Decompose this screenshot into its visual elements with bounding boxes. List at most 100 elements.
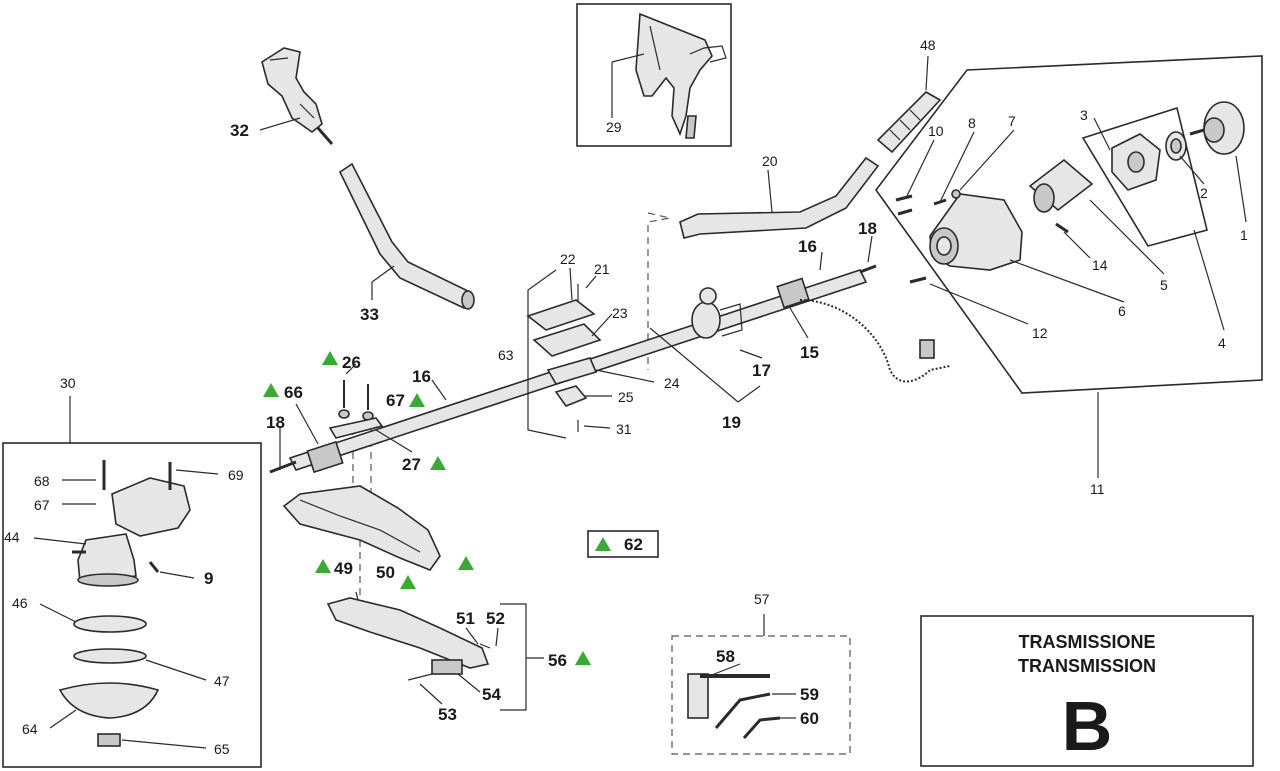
title-line-2: TRANSMISSION: [1018, 656, 1156, 676]
label-4: 4: [1218, 335, 1226, 351]
label-51: 51: [456, 609, 475, 628]
grip-48: [876, 91, 942, 154]
label-21: 21: [594, 261, 610, 277]
drive-shaft-18: [269, 460, 297, 474]
handlebar-20: [679, 156, 880, 239]
marker-62: [595, 537, 611, 551]
label-47: 47: [214, 673, 230, 689]
marker-66: [263, 383, 279, 397]
inset-frame-57: [671, 635, 851, 755]
label-12: 12: [1032, 325, 1048, 341]
label-31: 31: [616, 421, 632, 437]
guard-27: [282, 485, 441, 571]
label-63: 63: [498, 347, 514, 363]
label-26: 26: [342, 353, 361, 372]
label-7: 7: [1008, 113, 1016, 129]
collar-66: [306, 440, 344, 474]
handle-clamp-19: [691, 287, 743, 339]
label-44: 44: [4, 529, 20, 545]
screw-51: [479, 643, 491, 649]
label-16-left: 16: [412, 367, 431, 386]
marker-49: [315, 559, 331, 573]
label-14: 14: [1092, 257, 1108, 273]
drive-shaft-18b: [859, 264, 877, 274]
bracket-63: [527, 269, 567, 439]
nut-65: [97, 733, 121, 747]
label-15: 15: [800, 343, 819, 362]
marker-56: [575, 651, 591, 665]
marker-67: [409, 393, 425, 407]
guard-ridge: [299, 499, 421, 553]
label-52: 52: [486, 609, 505, 628]
title-line-1: TRASMISSIONE: [1018, 632, 1155, 652]
bracket-29: [635, 12, 727, 139]
label-19: 19: [722, 413, 741, 432]
key-14: [1055, 222, 1069, 234]
label-2: 2: [1200, 185, 1208, 201]
label-50: 50: [376, 563, 395, 582]
label-9: 9: [204, 569, 213, 588]
label-27: 27: [402, 455, 421, 474]
label-65: 65: [214, 741, 230, 757]
leader-lines: [33, 53, 1247, 749]
screw-12: [909, 276, 927, 284]
marker-guard: [458, 556, 474, 570]
title-block: TRASMISSIONE TRANSMISSION B: [1018, 632, 1156, 765]
bracket-56: [500, 603, 527, 711]
label-23: 23: [612, 305, 628, 321]
label-66: 66: [284, 383, 303, 402]
label-8: 8: [968, 115, 976, 131]
screw-10b: [897, 208, 913, 216]
tube-end-33: [461, 290, 475, 310]
part-labels: 32 29 33 20 48 10 8 7 3 2 1 14 5 6 4 12 …: [4, 37, 1248, 757]
gearbox-head-44: [72, 460, 191, 587]
bolts-26: [328, 380, 384, 439]
blade-54: [431, 659, 463, 675]
label-60: 60: [800, 709, 819, 728]
throttle-grip-32: [261, 47, 334, 145]
label-5: 5: [1160, 277, 1168, 293]
title-box: [920, 615, 1254, 767]
label-69: 69: [228, 467, 244, 483]
washer-47: [73, 648, 147, 664]
clutch-group-outline-4: [1081, 106, 1208, 247]
cup-64: [58, 682, 160, 719]
label-29: 29: [606, 119, 622, 135]
label-30: 30: [60, 375, 76, 391]
label-67-right: 67: [386, 391, 405, 410]
throttle-cable-15: [799, 299, 951, 383]
label-25: 25: [618, 389, 634, 405]
label-10: 10: [928, 123, 944, 139]
label-33: 33: [360, 305, 379, 324]
label-18-left: 18: [266, 413, 285, 432]
marker-27: [430, 456, 446, 470]
label-56: 56: [548, 651, 567, 670]
green-markers: [263, 351, 611, 665]
label-48: 48: [920, 37, 936, 53]
label-49: 49: [334, 559, 353, 578]
clamp-assembly-63: [526, 284, 602, 432]
title-letter: B: [1062, 687, 1113, 765]
clutch-shoe-1: [1189, 101, 1245, 155]
label-64: 64: [22, 721, 38, 737]
label-53: 53: [438, 705, 457, 724]
label-17: 17: [752, 361, 771, 380]
inset-frame-30: [2, 442, 262, 768]
label-1: 1: [1240, 227, 1248, 243]
label-46: 46: [12, 595, 28, 611]
label-59: 59: [800, 685, 819, 704]
label-68: 68: [34, 473, 50, 489]
label-20: 20: [762, 153, 778, 169]
label-18-right: 18: [858, 219, 877, 238]
label-6: 6: [1118, 303, 1126, 319]
marker-50: [400, 575, 416, 589]
label-box-62: [587, 530, 659, 558]
label-54: 54: [482, 685, 501, 704]
guard-extension-49: [326, 597, 490, 669]
label-32: 32: [230, 121, 249, 140]
cable-connector: [919, 339, 935, 359]
marker-26: [322, 351, 338, 365]
washer-46: [73, 615, 147, 633]
tools-57: [687, 673, 781, 739]
